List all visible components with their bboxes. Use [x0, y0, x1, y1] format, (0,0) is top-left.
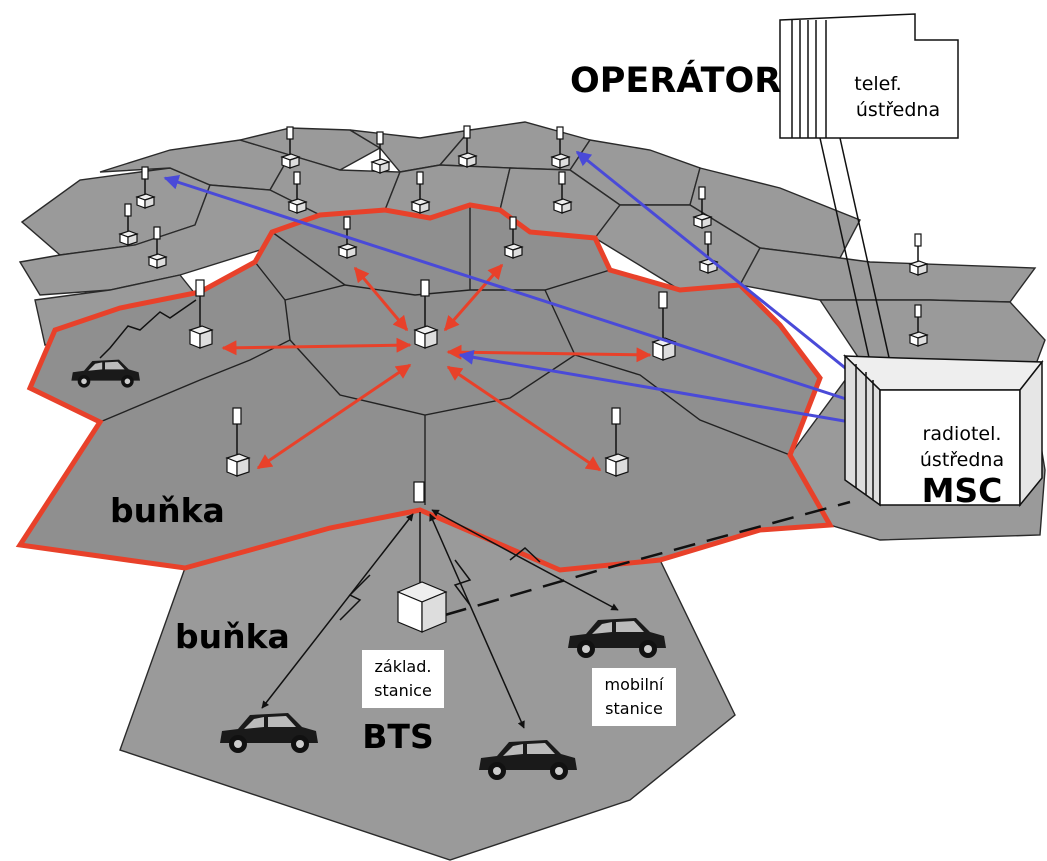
operator-label: OPERÁTOR [570, 59, 781, 101]
bts-code-label: BTS [362, 717, 433, 756]
ms-label-line1: mobilní [604, 675, 664, 694]
msc-code-label: MSC [922, 471, 1003, 510]
msc-links [163, 150, 887, 434]
mobile-links [261, 509, 619, 729]
exchange-building-icon [779, 13, 959, 363]
pstn-label-line2: ústředna [856, 99, 940, 121]
cluster-masts [189, 279, 676, 503]
msc-building-icon [843, 354, 1044, 508]
pstn-label-line1: telef. [854, 73, 901, 95]
cell-label-upper: buňka [110, 491, 225, 530]
bts-label-panel [362, 650, 444, 708]
base-station-box-icon [396, 581, 448, 633]
msc-label-line1: radiotel. [923, 423, 1002, 445]
cell-label-lower: buňka [175, 617, 290, 656]
ms-label-panel [592, 668, 676, 726]
msc-label-line2: ústředna [920, 449, 1004, 471]
bts-label-line2: stanice [374, 681, 432, 700]
radio-link-zigzag [99, 299, 197, 359]
bts-label-line1: základ. [375, 657, 432, 676]
ms-label-line2: stanice [605, 699, 663, 718]
